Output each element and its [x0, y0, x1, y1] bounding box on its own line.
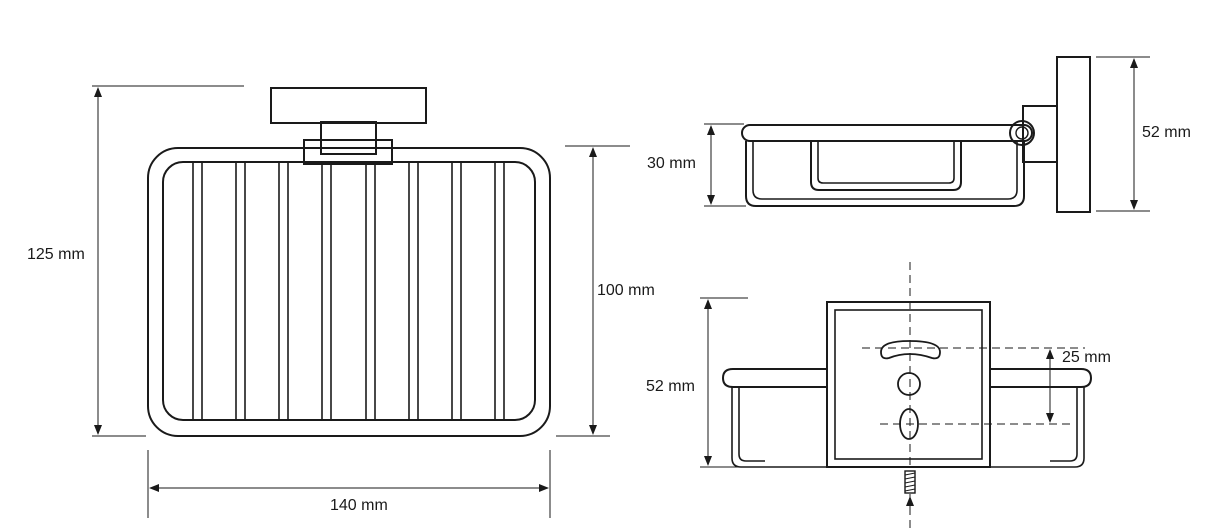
back-basket-left [721, 368, 827, 388]
front-neck [320, 121, 377, 155]
side-basket-inner [752, 141, 1018, 200]
dimension-front-height [92, 85, 244, 437]
dimension-front-basket-height [556, 145, 630, 437]
dimension-label-52-back: 52 mm [646, 378, 695, 395]
front-wall-plate [270, 87, 427, 124]
side-view [741, 56, 1091, 213]
back-basket-right [990, 368, 1093, 388]
dimension-label-25: 25 mm [1062, 349, 1111, 366]
side-basket-pocket-outer [810, 141, 962, 191]
dimension-label-52-side: 52 mm [1142, 124, 1191, 141]
side-rim-end [1009, 120, 1035, 146]
back-plate-inner [834, 309, 983, 460]
dimension-label-100: 100 mm [597, 282, 655, 299]
dimension-label-140: 140 mm [330, 497, 388, 514]
back-keyhole-slot [880, 340, 941, 360]
side-rim [741, 124, 1033, 142]
dimension-front-width [147, 450, 551, 518]
dimension-side-plate-height [1096, 56, 1150, 212]
side-bracket [1022, 105, 1058, 163]
side-basket-pocket-inner [817, 141, 955, 184]
dimension-label-125: 125 mm [27, 246, 85, 263]
front-view [147, 87, 551, 437]
dimension-back-plate-height [700, 297, 764, 468]
front-basket-bars [192, 161, 505, 421]
dimension-side-depth [704, 123, 746, 207]
front-outer-frame [147, 147, 551, 437]
back-round-hole [897, 372, 921, 396]
front-inner-frame [162, 161, 536, 421]
back-plate-outer [826, 301, 991, 468]
back-screw [904, 470, 916, 494]
dimension-label-30: 30 mm [647, 155, 696, 172]
back-view [721, 301, 1093, 494]
side-wall-plate [1056, 56, 1091, 213]
side-basket-outer [745, 141, 1025, 207]
front-clamp [303, 139, 393, 165]
